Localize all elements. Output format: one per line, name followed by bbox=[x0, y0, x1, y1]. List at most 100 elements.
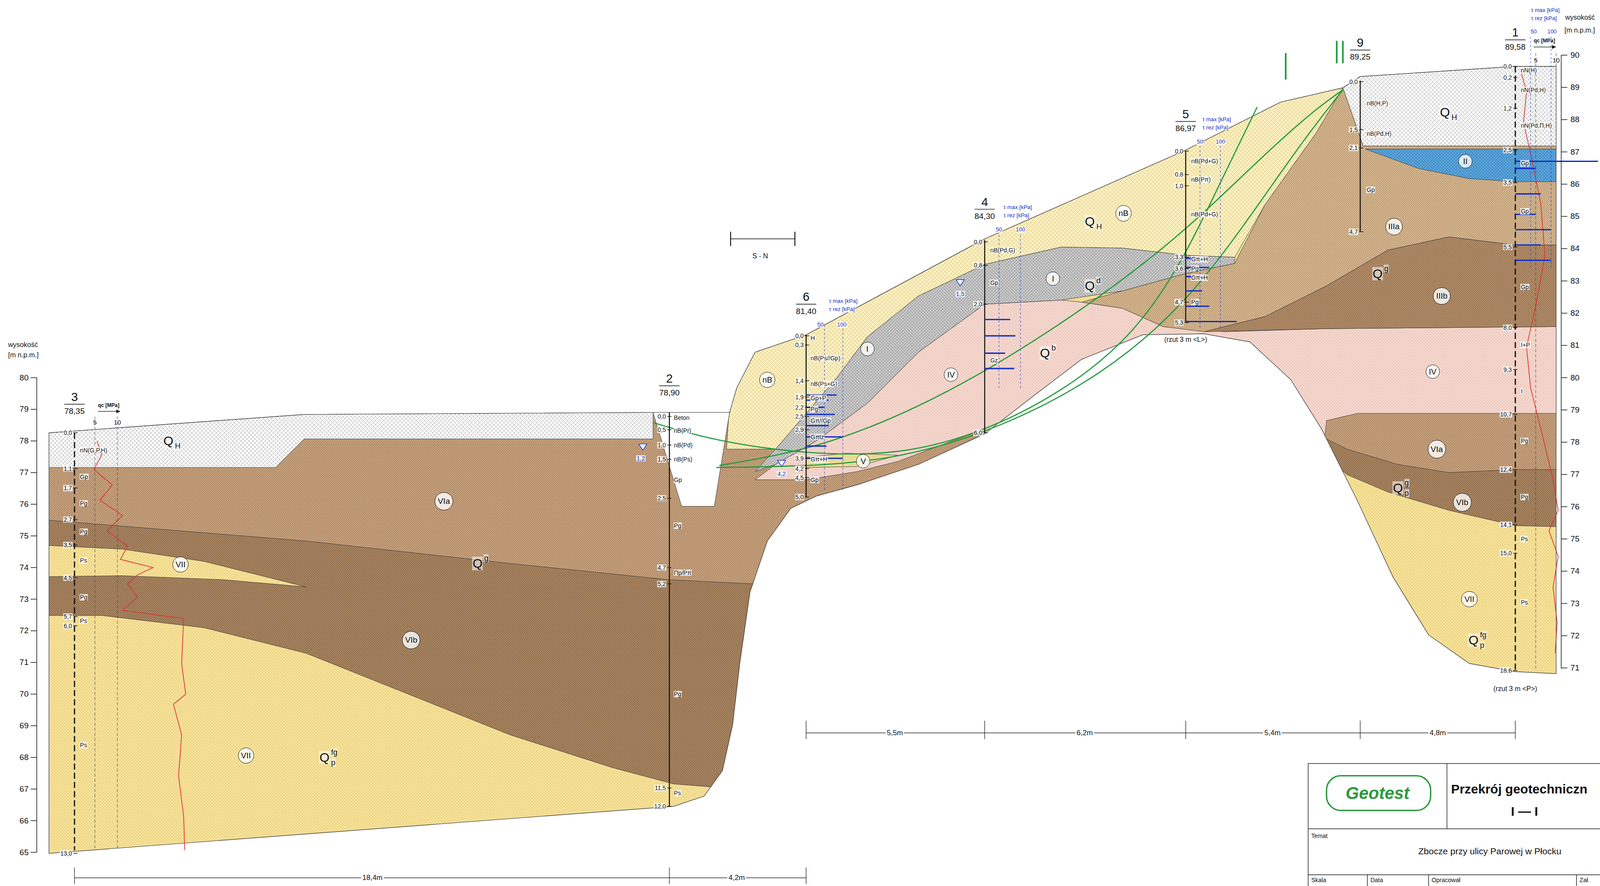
dimension: 4,8m bbox=[1428, 728, 1448, 737]
axis-value: 89 bbox=[1570, 83, 1580, 92]
depth-value: 0,2 bbox=[1503, 74, 1513, 81]
note: (rzut 3 m <P>) bbox=[1493, 685, 1538, 693]
depth-tick bbox=[73, 519, 78, 520]
stratigraphy-index: d bbox=[1095, 276, 1102, 285]
note: S - N bbox=[752, 252, 768, 260]
scale-label: qc [MPa] bbox=[1533, 38, 1556, 44]
borehole-number: 4 bbox=[981, 195, 989, 209]
soil-code: Pg bbox=[1191, 265, 1200, 272]
depth-value: 4,5 bbox=[794, 474, 804, 481]
shear-scale-label: τ max [kPa] bbox=[1002, 204, 1033, 211]
axis-tick bbox=[1561, 54, 1568, 56]
layer-number: I bbox=[860, 341, 875, 356]
layer-label: nB bbox=[1118, 208, 1129, 218]
header-rule bbox=[1175, 121, 1197, 122]
water-level-symbol bbox=[638, 443, 648, 450]
dimension-tick bbox=[984, 720, 986, 739]
soil-code: Πp/Pπ bbox=[673, 569, 693, 576]
section-mark bbox=[1284, 53, 1287, 80]
soil-code: nN(G,P,H) bbox=[79, 446, 108, 454]
elevation: 89,58 bbox=[1504, 42, 1526, 52]
axis-value: 75 bbox=[1570, 534, 1580, 544]
layer-label: VII bbox=[1464, 594, 1475, 603]
title-block-caption: Data bbox=[1370, 876, 1384, 884]
shear-strength-bar bbox=[1185, 320, 1237, 323]
depth-tick bbox=[1513, 77, 1518, 78]
shear-strength-bar bbox=[1515, 193, 1541, 195]
axis-value: 76 bbox=[19, 499, 29, 509]
depth-tick bbox=[667, 497, 672, 499]
water-level: 4,2 bbox=[776, 470, 786, 477]
depth-value: 1,4 bbox=[794, 377, 804, 384]
layer-number: IIIb bbox=[1432, 287, 1451, 305]
axis-tick bbox=[30, 535, 37, 536]
stratigraphy-symbol: Q bbox=[1468, 632, 1479, 647]
header-rule bbox=[64, 403, 85, 405]
logo-frame bbox=[1326, 775, 1431, 811]
shear-strength-bar bbox=[1515, 229, 1551, 231]
dimension: 18,4m bbox=[361, 873, 384, 882]
layer-label: II bbox=[1462, 157, 1468, 166]
slip-surface bbox=[716, 89, 1344, 468]
layer-number: nB bbox=[1115, 205, 1132, 221]
axis-tick bbox=[1561, 667, 1568, 668]
borehole-line bbox=[74, 432, 76, 850]
axis-tick bbox=[1561, 506, 1568, 507]
soil-code: Gp bbox=[1520, 283, 1530, 290]
water-level-symbol bbox=[777, 460, 786, 467]
axis-tick bbox=[1561, 409, 1568, 410]
title-block-caption: Temat bbox=[1311, 832, 1328, 839]
title-block-rule bbox=[1576, 874, 1577, 886]
shear-strength-bar bbox=[1185, 289, 1203, 292]
depth-value: 4,2 bbox=[794, 465, 804, 472]
stratigraphy-symbol: Q bbox=[162, 434, 174, 448]
shear-scale-label: τ rez [kPa] bbox=[1530, 15, 1558, 22]
depth-value: 2,2 bbox=[794, 403, 804, 411]
depth-value: 5,5 bbox=[1503, 243, 1513, 251]
depth-value: 14,1 bbox=[1499, 521, 1513, 528]
note: [m n.p.m.] bbox=[1564, 26, 1595, 35]
axis-value: 73 bbox=[19, 594, 29, 604]
note: wysokość bbox=[1565, 13, 1595, 21]
layer-label: I bbox=[866, 344, 869, 353]
section-mark bbox=[1335, 40, 1338, 63]
cone-resistance-curve bbox=[93, 440, 186, 850]
axis-value: 74 bbox=[1570, 566, 1580, 576]
depth-value: 3,6 bbox=[1174, 265, 1184, 272]
soil-code: Pg bbox=[1520, 493, 1529, 501]
layer-label: VIb bbox=[405, 635, 418, 644]
stratigraphy-symbol: Q bbox=[1439, 105, 1451, 120]
depth-value: 4,7 bbox=[1174, 298, 1184, 306]
depth-value: 2,5 bbox=[656, 494, 666, 502]
axis-tick bbox=[1561, 248, 1568, 249]
layer-number: IV bbox=[1425, 364, 1440, 379]
depth-tick bbox=[805, 380, 810, 381]
soil-code: Ps bbox=[673, 789, 682, 797]
title-block-caption: Opracował bbox=[1431, 876, 1461, 884]
depth-tick bbox=[983, 303, 989, 305]
soil-code: Ps bbox=[1520, 535, 1529, 543]
depth-tick bbox=[1513, 369, 1518, 370]
layer-boundary bbox=[40, 615, 980, 797]
depth-tick bbox=[73, 615, 78, 617]
depth-value: 0,0 bbox=[1174, 147, 1184, 155]
borehole-number: 5 bbox=[1182, 107, 1190, 121]
axis-value: 74 bbox=[19, 563, 29, 572]
axis-tick bbox=[30, 693, 37, 694]
depth-tick bbox=[73, 487, 78, 488]
stratigraphy-symbol: Q bbox=[319, 750, 330, 765]
excavation bbox=[653, 412, 730, 507]
layer-label: VIa bbox=[1430, 444, 1444, 454]
depth-value: 11,5 bbox=[654, 784, 667, 792]
dimension-tick bbox=[805, 720, 807, 739]
depth-tick bbox=[805, 335, 810, 336]
note: wysokość bbox=[8, 341, 38, 349]
soil-code: Pg bbox=[673, 522, 682, 529]
axis-tick bbox=[30, 662, 37, 663]
soil-code: Beton bbox=[673, 414, 691, 421]
depth-tick bbox=[805, 429, 810, 430]
axis-value: 80 bbox=[19, 373, 29, 383]
soil-code: Pg bbox=[79, 499, 88, 507]
